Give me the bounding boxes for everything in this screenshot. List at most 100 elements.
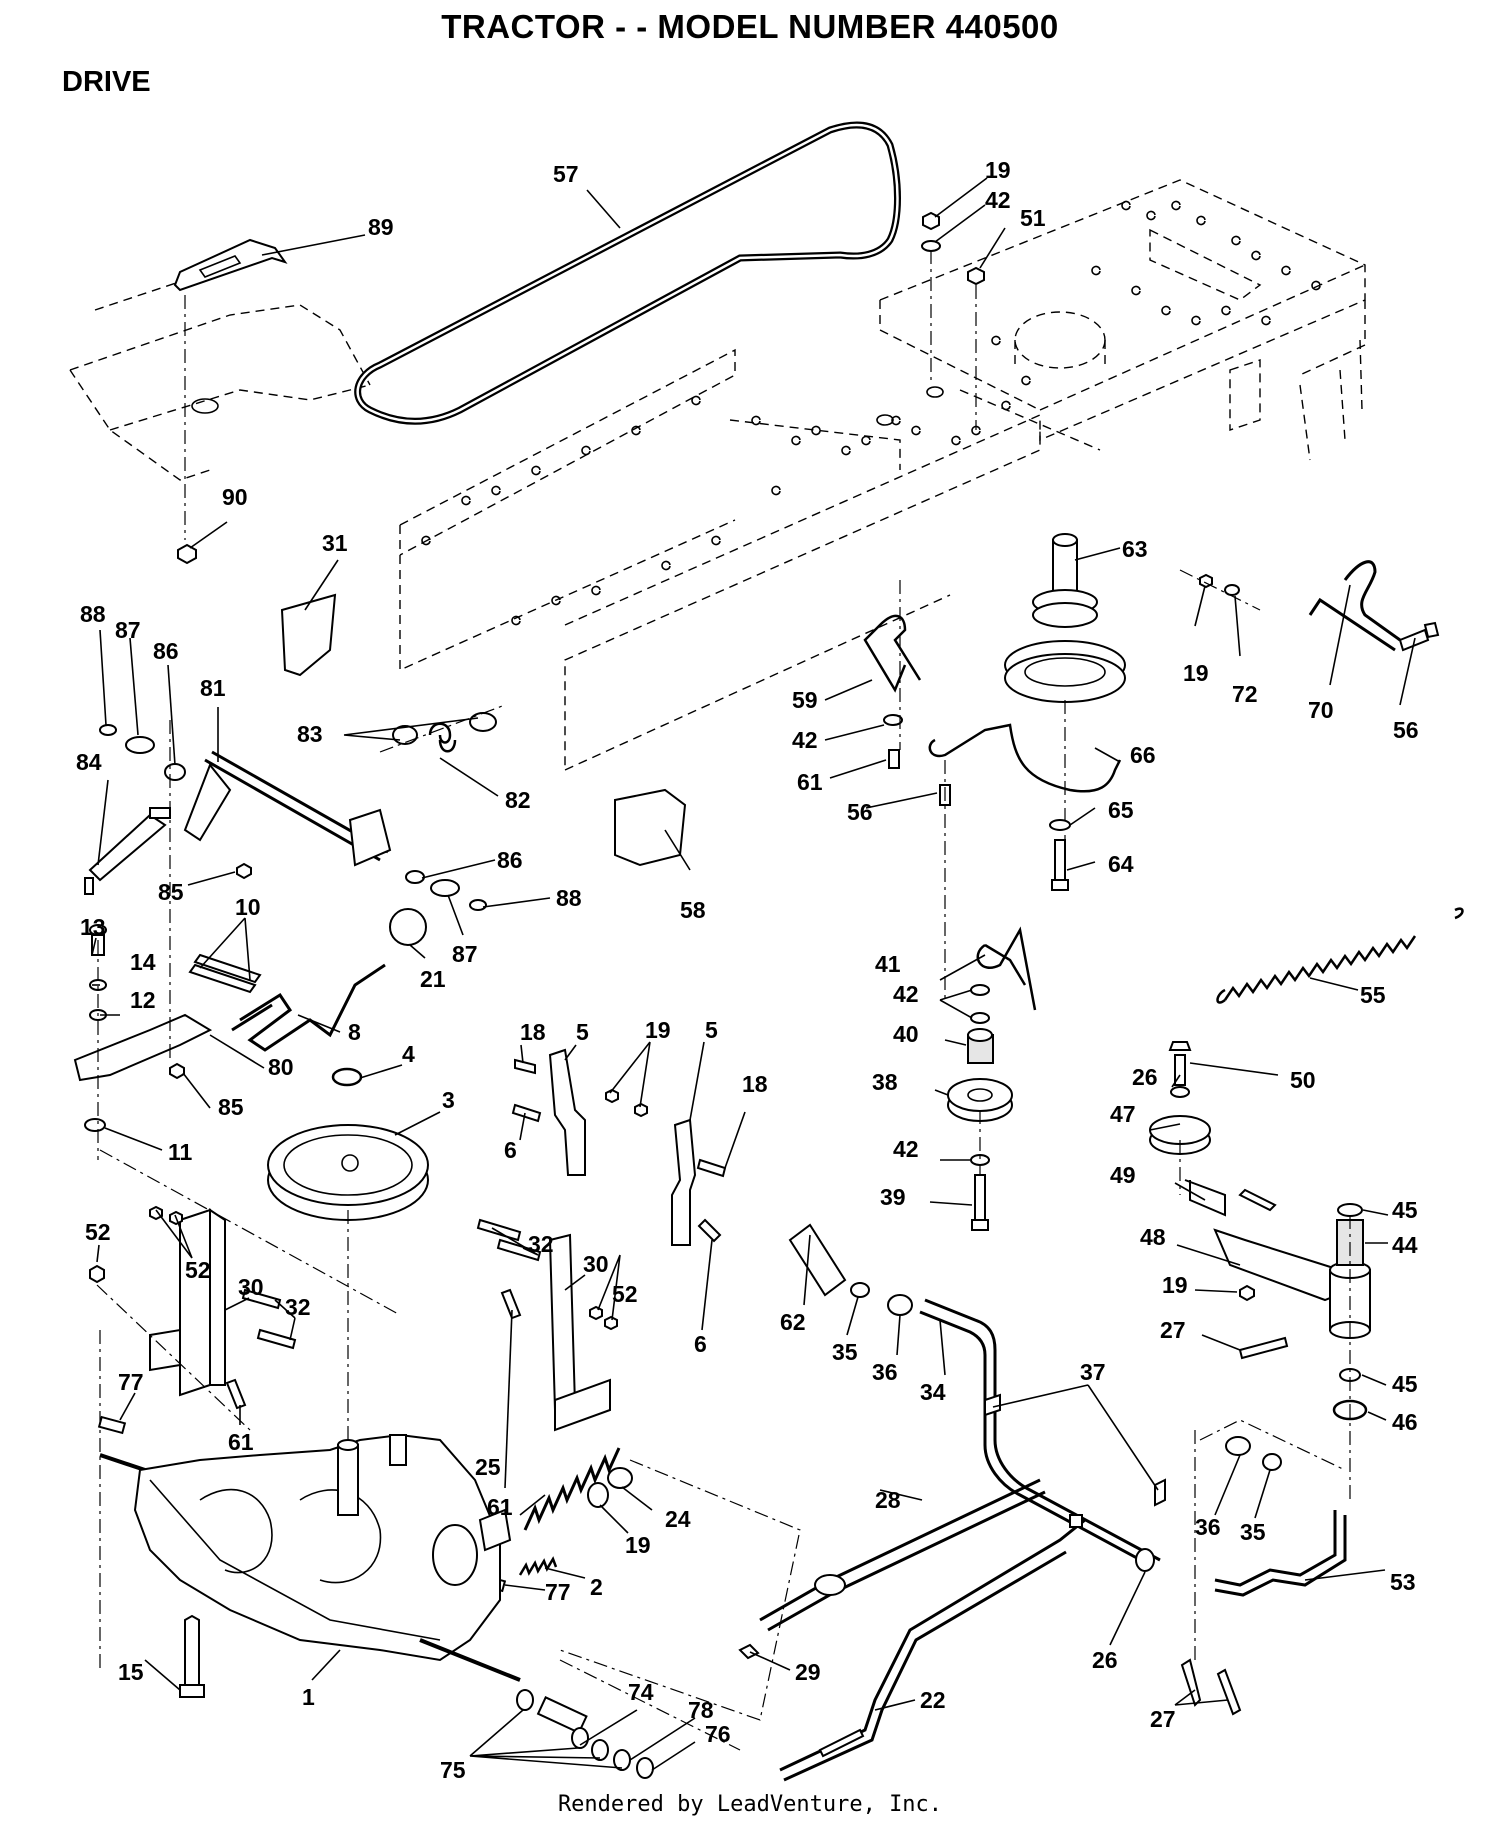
- callout-53: 53: [1390, 1569, 1416, 1595]
- callout-56: 56: [847, 799, 873, 825]
- rods-28-22: [738, 1478, 1086, 1782]
- callout-27: 27: [1160, 1317, 1186, 1343]
- callout-12: 12: [130, 987, 156, 1013]
- callout-52: 52: [85, 1219, 111, 1245]
- callout-3: 3: [442, 1087, 455, 1113]
- callout-52: 52: [612, 1281, 638, 1307]
- callout-87: 87: [115, 617, 141, 643]
- frame-hardware: [876, 211, 985, 430]
- callout-19: 19: [625, 1532, 651, 1558]
- callout-27: 27: [1150, 1706, 1176, 1732]
- shift-rod-8: [188, 908, 427, 1052]
- callout-86: 86: [497, 847, 523, 873]
- callout-30: 30: [583, 1251, 609, 1277]
- callout-42: 42: [985, 187, 1011, 213]
- brackets-5: [511, 1048, 727, 1246]
- guard-31: [280, 593, 337, 677]
- callout-18: 18: [742, 1071, 768, 1097]
- callout-84: 84: [76, 749, 102, 775]
- callout-80: 80: [268, 1054, 294, 1080]
- callout-58: 58: [680, 897, 706, 923]
- callout-14: 14: [130, 949, 156, 975]
- callout-6: 6: [504, 1137, 517, 1163]
- callout-52: 52: [185, 1257, 211, 1283]
- callout-63: 63: [1122, 536, 1148, 562]
- idler-38: [947, 926, 1037, 1231]
- callout-30: 30: [238, 1274, 264, 1300]
- guide-lines: [99, 720, 401, 1670]
- callout-1: 1: [302, 1684, 315, 1710]
- bracket-59: [863, 580, 1122, 1000]
- callout-72: 72: [1232, 681, 1258, 707]
- callout-83: 83: [297, 721, 323, 747]
- callout-88: 88: [80, 601, 106, 627]
- guard-58: [614, 788, 687, 867]
- callout-35: 35: [1240, 1519, 1266, 1545]
- callout-82: 82: [505, 787, 531, 813]
- callout-48: 48: [1140, 1224, 1166, 1250]
- callout-49: 49: [1110, 1162, 1136, 1188]
- callout-78: 78: [688, 1697, 714, 1723]
- callout-41: 41: [875, 951, 901, 977]
- drive-belt: [354, 121, 901, 425]
- rod-53: [1135, 1419, 1347, 1716]
- callout-59: 59: [792, 687, 818, 713]
- nut-90: [177, 543, 197, 565]
- pulley-63: [1004, 533, 1126, 875]
- callout-50: 50: [1290, 1067, 1316, 1093]
- callout-19: 19: [1183, 660, 1209, 686]
- callout-labels: 57 19 42 51 89 90 31 63 19 72 70 56 88 8…: [76, 157, 1419, 1783]
- callout-74: 74: [628, 1679, 654, 1705]
- callout-13: 13: [80, 914, 106, 940]
- spring-55: [1216, 907, 1464, 1004]
- callout-87: 87: [452, 941, 478, 967]
- shift-shaft-81: [99, 724, 487, 911]
- callout-38: 38: [872, 1069, 898, 1095]
- brackets-30: [89, 1205, 618, 1432]
- callout-61: 61: [487, 1494, 513, 1520]
- callout-45: 45: [1392, 1371, 1418, 1397]
- callout-42: 42: [893, 1136, 919, 1162]
- callout-42: 42: [792, 727, 818, 753]
- fender-outline: [69, 274, 371, 481]
- callout-89: 89: [368, 214, 394, 240]
- callout-24: 24: [665, 1506, 691, 1532]
- callout-32: 32: [528, 1231, 554, 1257]
- frame-holes: [421, 200, 1321, 626]
- callout-46: 46: [1392, 1409, 1418, 1435]
- callout-8: 8: [348, 1019, 361, 1045]
- callout-26: 26: [1132, 1064, 1158, 1090]
- callout-2: 2: [590, 1574, 603, 1600]
- callout-19: 19: [985, 157, 1011, 183]
- callout-15: 15: [118, 1659, 144, 1685]
- callout-61: 61: [797, 769, 823, 795]
- shaft-34: [788, 1223, 1166, 1567]
- callout-42: 42: [893, 981, 919, 1007]
- callout-19: 19: [1162, 1272, 1188, 1298]
- callout-70: 70: [1308, 697, 1334, 723]
- callout-81: 81: [200, 675, 226, 701]
- idler-arm-48: [1149, 1041, 1371, 1500]
- callout-29: 29: [795, 1659, 821, 1685]
- callout-77: 77: [118, 1369, 144, 1395]
- callout-85: 85: [218, 1094, 244, 1120]
- callout-57: 57: [553, 161, 579, 187]
- callout-4: 4: [402, 1041, 415, 1067]
- callout-39: 39: [880, 1184, 906, 1210]
- callout-6: 6: [694, 1331, 707, 1357]
- callout-34: 34: [920, 1379, 946, 1405]
- callout-40: 40: [893, 1021, 919, 1047]
- callout-56: 56: [1393, 717, 1419, 743]
- callout-10: 10: [235, 894, 261, 920]
- callout-61: 61: [228, 1429, 254, 1455]
- callout-75: 75: [440, 1757, 466, 1783]
- callout-44: 44: [1392, 1232, 1418, 1258]
- callout-65: 65: [1108, 797, 1134, 823]
- callout-51: 51: [1020, 205, 1046, 231]
- callout-5: 5: [705, 1017, 718, 1043]
- callout-36: 36: [872, 1359, 898, 1385]
- spring-25: [518, 1447, 801, 1721]
- callout-90: 90: [222, 484, 248, 510]
- callout-64: 64: [1108, 851, 1134, 877]
